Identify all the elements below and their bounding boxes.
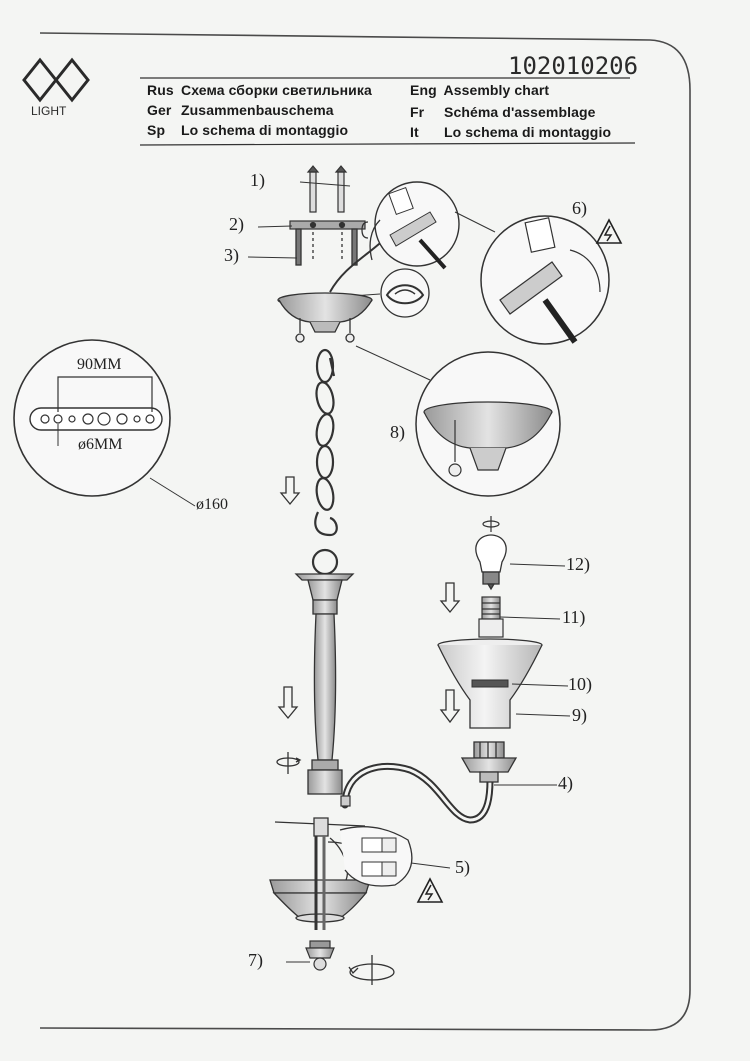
title-ger: Ger Zusammenbauschema [147,102,334,118]
title-text: Lo schema di montaggio [181,122,349,138]
terminal-connector-zoom [369,181,460,270]
canopy-zoom [415,351,561,497]
central-column [294,548,355,795]
title-code: Fr [410,104,425,120]
callout-7: 7) [248,950,263,970]
title-code: Rus [147,82,174,98]
arm-cup [460,741,518,783]
callout-5: 5) [455,857,470,877]
callout-11: 11) [562,607,586,627]
finial [305,940,335,971]
down-arrow-icon [277,476,461,724]
dimension-hole-spacing: 90MM [77,356,122,373]
lamp-arm [340,762,494,824]
screw-set [306,165,348,213]
callout-3: 3) [224,245,239,265]
zoom-leader-connector [454,211,496,233]
mounting-bracket [289,220,366,230]
header-rule-bottom [139,142,636,146]
title-code: Ger [147,102,172,118]
dimension-hole-diameter: ø6MM [78,436,123,453]
dimension-canopy-diameter: ø160 [196,496,228,513]
electric-hazard-icon [595,218,623,244]
shade-ring [471,679,509,688]
title-sp: Sp Lo schema di montaggio [147,122,348,138]
title-text: Схема сборки светильника [181,82,372,98]
title-code: Sp [147,122,166,138]
title-text: Schéma d'assemblage [444,104,596,120]
title-rus: Rus Схема сборки светильника [147,82,372,98]
callout-4: 4) [558,773,573,793]
ceiling-plate-zoom [13,339,171,497]
wire-connectors-zoom [339,826,413,887]
title-code: Eng [410,82,437,98]
earth-hook [361,221,369,239]
rotate-icon [482,516,500,532]
title-fr: Fr Schéma d'assemblage [410,104,596,120]
electric-hazard-icon [416,877,444,903]
callout-12: 12) [566,554,590,574]
title-text: Zusammenbauschema [181,102,334,118]
title-it: It Lo schema di montaggio [410,124,611,140]
rotate-icon [348,955,395,985]
stud-set [295,228,358,266]
title-eng: Eng Assembly chart [410,82,549,98]
callout-8: 8) [390,422,405,442]
title-text: Lo schema di montaggio [444,124,612,140]
dimension-leader-160 [149,477,196,507]
callout-6: 6) [572,198,587,218]
wire-clip-zoom [380,268,430,318]
callout-9: 9) [572,705,587,725]
light-bulb [475,534,507,591]
callout-10: 10) [568,674,592,694]
title-text: Assembly chart [443,82,550,98]
canopy [277,292,373,343]
chain [314,348,338,537]
sheet-border [39,32,691,1031]
bulb-socket [478,596,504,638]
zoom-leader-canopy [355,345,431,381]
document-number: 102010206 [508,52,639,80]
rotate-icon [276,752,302,774]
callout-1: 1) [250,170,265,190]
callout-2: 2) [229,214,244,234]
brand-logo [22,57,90,103]
terminal-connector-zoom-large [480,215,610,345]
bottom-bowl [269,817,373,930]
title-code: It [410,124,419,140]
brand-name: LIGHT [31,104,67,118]
